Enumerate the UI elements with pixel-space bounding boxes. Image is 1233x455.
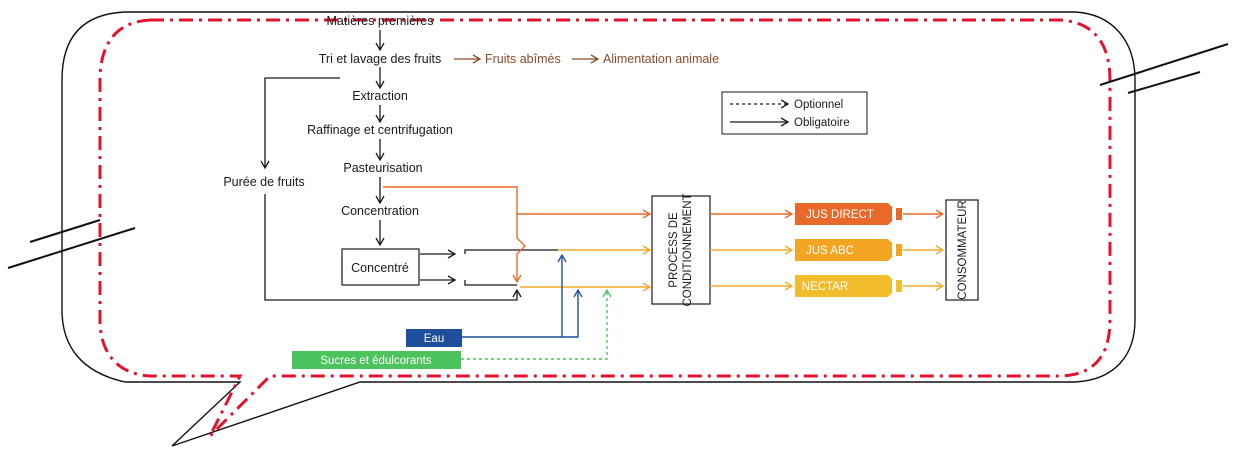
label-jus-direct: JUS DIRECT — [806, 209, 874, 221]
bottle-jus-direct: JUS DIRECT — [795, 203, 902, 225]
puree-return-line — [264, 194, 522, 301]
sugars-label: Sucres et édulcorants — [320, 355, 431, 367]
packaging-process-box — [651, 195, 711, 305]
step-raw-materials: Matières premières — [327, 14, 434, 28]
step-concentration: Concentration — [341, 204, 419, 218]
concentrate-box — [341, 248, 420, 286]
label-nectar: NECTAR — [802, 281, 848, 293]
bottle-jus-abc: JUS ABC — [795, 239, 902, 261]
label-jus-abc: JUS ABC — [806, 245, 854, 257]
legend-box — [721, 91, 868, 135]
water-label: Eau — [424, 333, 444, 345]
water-input — [406, 329, 462, 347]
break-mark-right — [1099, 43, 1229, 94]
consumer-box — [945, 199, 979, 301]
break-mark-left — [7, 219, 136, 269]
step-refining: Raffinage et centrifugation — [307, 123, 453, 137]
consumer-label: CONSOMMATEUR — [957, 200, 969, 299]
red-dashed-frame — [98, 18, 1112, 438]
sugars-input — [292, 351, 461, 369]
bottle-nectar: NECTAR — [795, 275, 902, 297]
step-extraction: Extraction — [352, 89, 408, 103]
arrow-to-puree — [260, 77, 340, 170]
step-pasteurisation: Pasteurisation — [343, 161, 422, 175]
damaged-fruits-label: Fruits abîmés — [485, 52, 561, 66]
puree-label: Purée de fruits — [223, 175, 304, 189]
packaging-line2: CONDITIONNEMENT — [682, 193, 694, 306]
animal-feed-label: Alimentation animale — [603, 52, 719, 66]
step-sorting-washing: Tri et lavage des fruits — [319, 52, 442, 66]
concentrate-label: Concentré — [351, 261, 409, 275]
legend-mandatory: Obligatoire — [794, 117, 850, 129]
direct-flow-line — [383, 186, 652, 219]
sugars-line — [461, 288, 612, 360]
legend-optional: Optionnel — [794, 99, 843, 111]
speech-bubble-outline — [61, 11, 1136, 447]
water-line-nectar — [462, 288, 583, 338]
packaging-line1: PROCESS DE — [668, 212, 680, 288]
